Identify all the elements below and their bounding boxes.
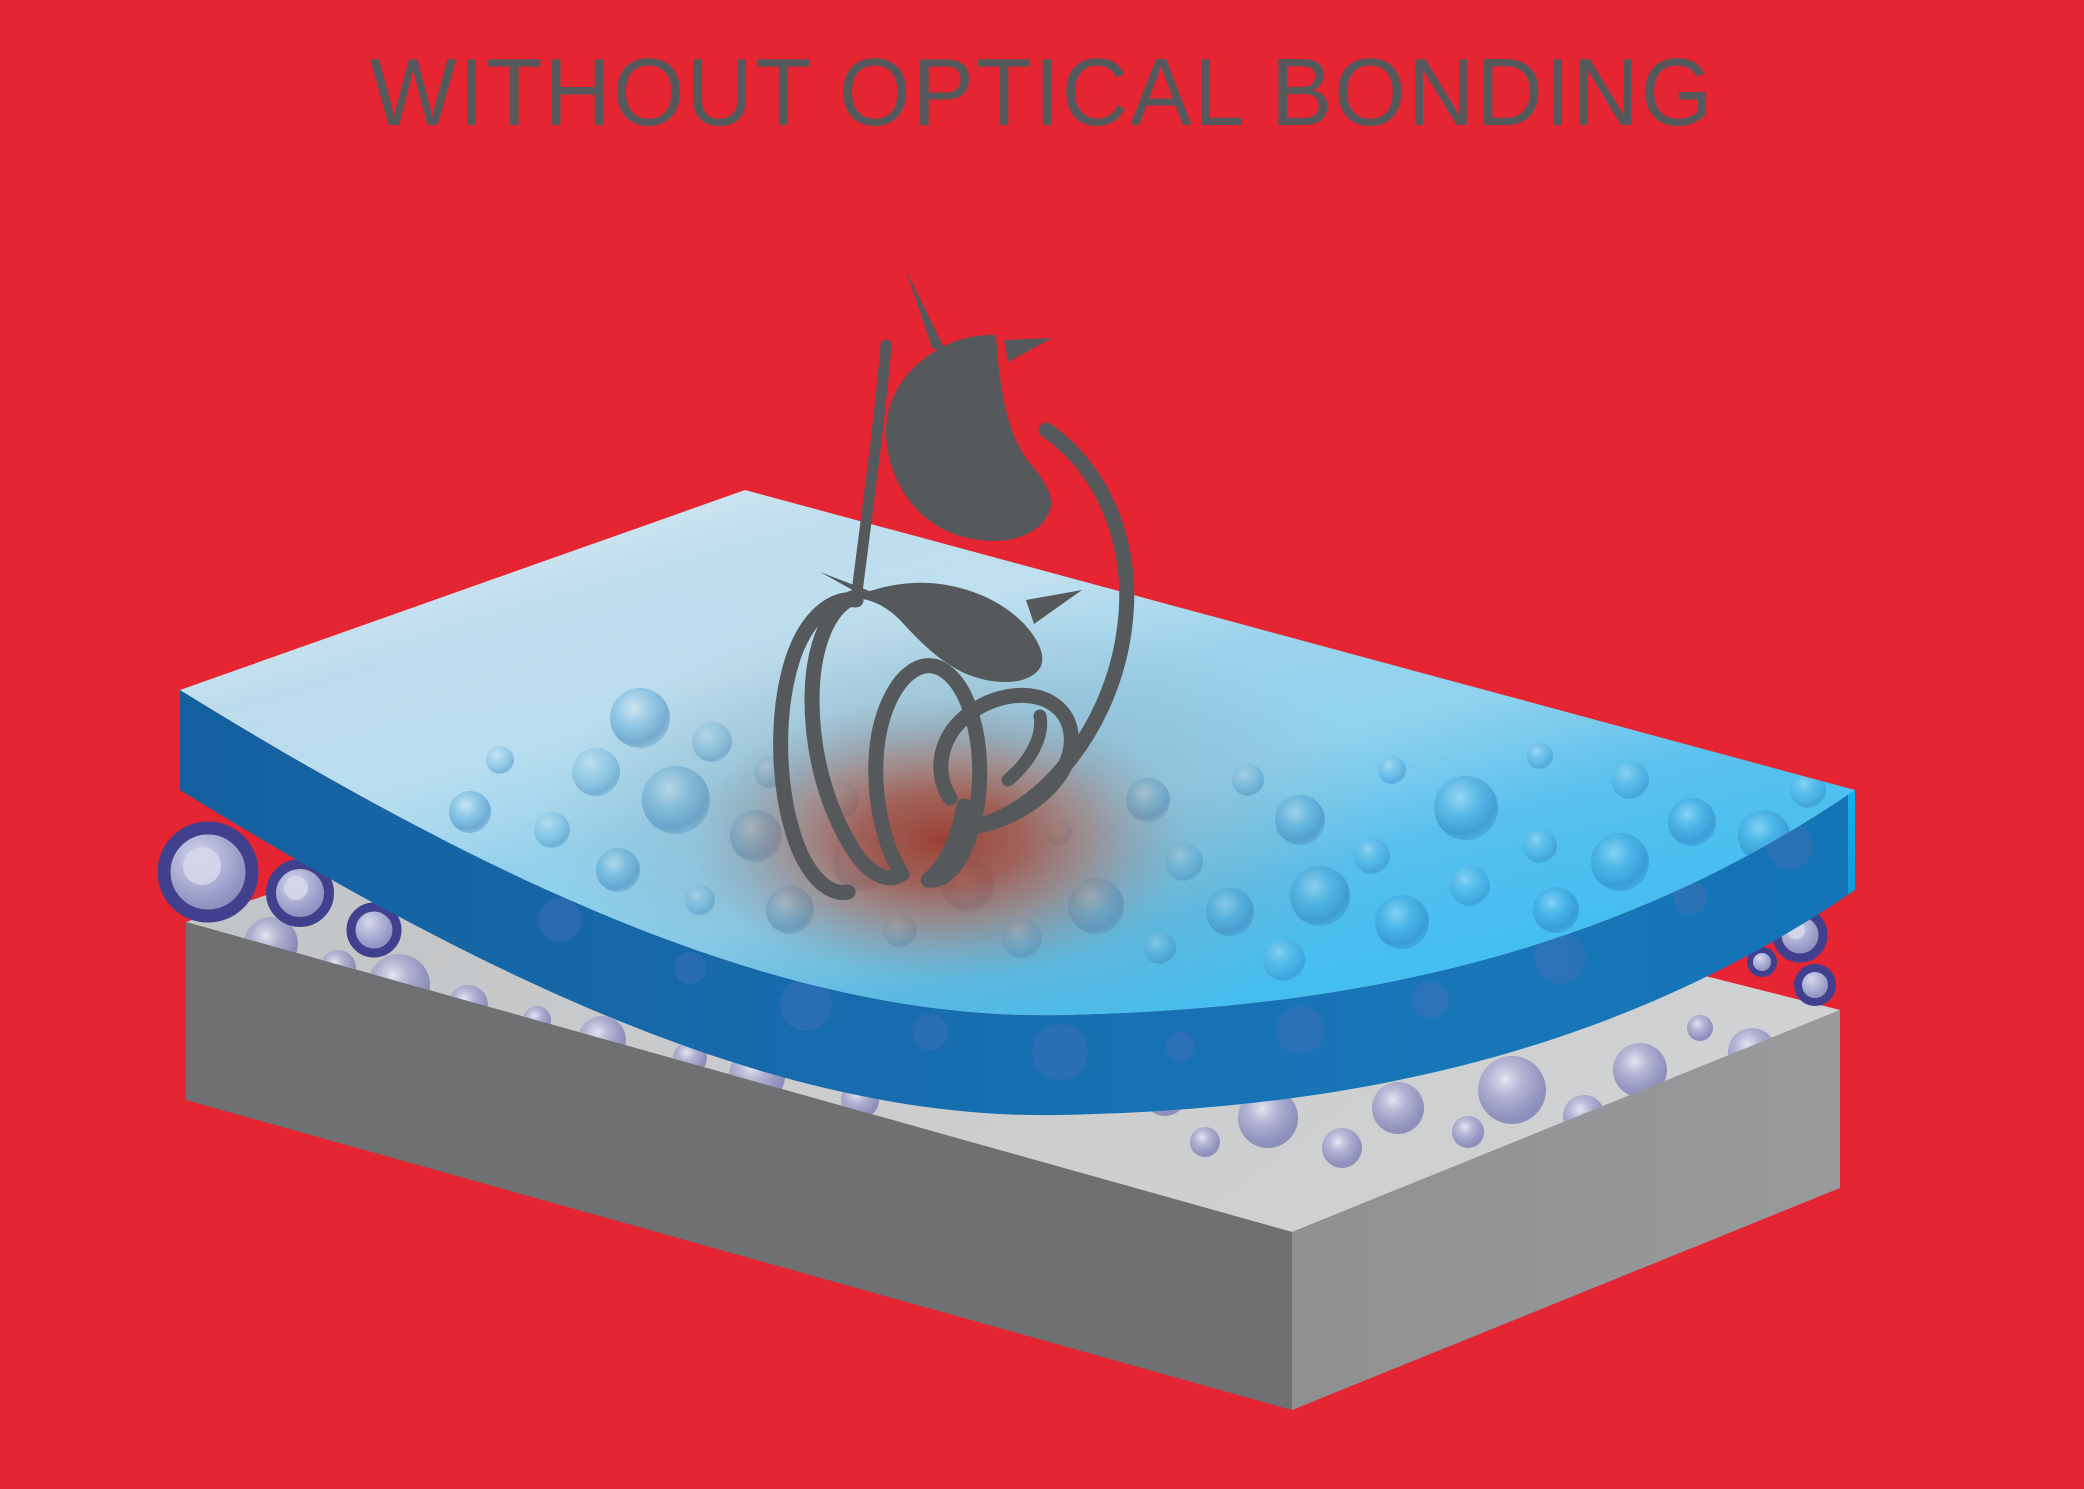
bubble bbox=[780, 979, 832, 1031]
bubble bbox=[1668, 798, 1716, 846]
bubble bbox=[1527, 743, 1553, 769]
pressing-finger-icon bbox=[773, 270, 1135, 900]
hand-lower-mass bbox=[852, 582, 1043, 683]
escaping-bubble-highlight bbox=[284, 876, 308, 900]
bubble bbox=[1032, 1024, 1088, 1080]
escaping-bubble bbox=[1794, 964, 1836, 1006]
hand-spike-right bbox=[1004, 338, 1052, 362]
bubble bbox=[538, 898, 582, 942]
index-finger-loop bbox=[773, 592, 864, 900]
bubble bbox=[1523, 829, 1557, 863]
bubble bbox=[1591, 833, 1649, 891]
bubble bbox=[1687, 1015, 1713, 1041]
finger-loop-2 bbox=[868, 660, 926, 882]
finger-pointer-line bbox=[850, 339, 892, 606]
hand-spike-left bbox=[906, 270, 946, 352]
bubble bbox=[674, 952, 706, 984]
hand-spike-mid-left bbox=[820, 572, 878, 604]
escaping-bubble bbox=[1747, 947, 1777, 977]
finger-loop-1 bbox=[804, 590, 910, 886]
bubble bbox=[1375, 895, 1429, 949]
bubble bbox=[486, 746, 514, 774]
bubble bbox=[1611, 761, 1649, 799]
finger-loop-3 bbox=[910, 658, 988, 888]
cover-glass-right-cap bbox=[1848, 790, 1855, 894]
bubble bbox=[1534, 932, 1586, 984]
bubble bbox=[1533, 887, 1579, 933]
bubble bbox=[1434, 776, 1498, 840]
escaping-bubble bbox=[346, 902, 402, 958]
bubble bbox=[1411, 981, 1449, 1019]
bubble bbox=[1673, 881, 1707, 915]
bubble bbox=[1378, 756, 1406, 784]
lcd-base-front-face bbox=[1292, 1010, 1840, 1410]
bubble bbox=[1165, 1031, 1195, 1061]
bubble bbox=[1613, 1043, 1667, 1097]
bubble bbox=[1322, 1128, 1362, 1168]
bubble bbox=[1372, 1082, 1424, 1134]
bubble bbox=[1276, 1006, 1324, 1054]
bubble bbox=[1452, 1116, 1484, 1148]
finger-loop-4 bbox=[920, 798, 972, 888]
bubble bbox=[1790, 772, 1826, 808]
fingertip-contact bbox=[933, 687, 1079, 836]
hand-knuckle-shape bbox=[886, 334, 1052, 541]
escaping-bubbles-left bbox=[157, 821, 402, 958]
bubble bbox=[1190, 1127, 1220, 1157]
bubble bbox=[912, 1014, 948, 1050]
page-title: WITHOUT OPTICAL BONDING bbox=[369, 39, 1715, 146]
hand-spike-mid-right bbox=[1026, 590, 1082, 624]
bubble bbox=[1450, 866, 1490, 906]
finger-nail-curve bbox=[1001, 709, 1048, 787]
bubble bbox=[1478, 1056, 1546, 1124]
bubble bbox=[449, 791, 491, 833]
escaping-bubble-highlight bbox=[183, 847, 221, 885]
bubble bbox=[1238, 1088, 1298, 1148]
lcd-base-front-shadow bbox=[186, 922, 1292, 1410]
edge-bubble-group bbox=[538, 823, 1813, 1080]
